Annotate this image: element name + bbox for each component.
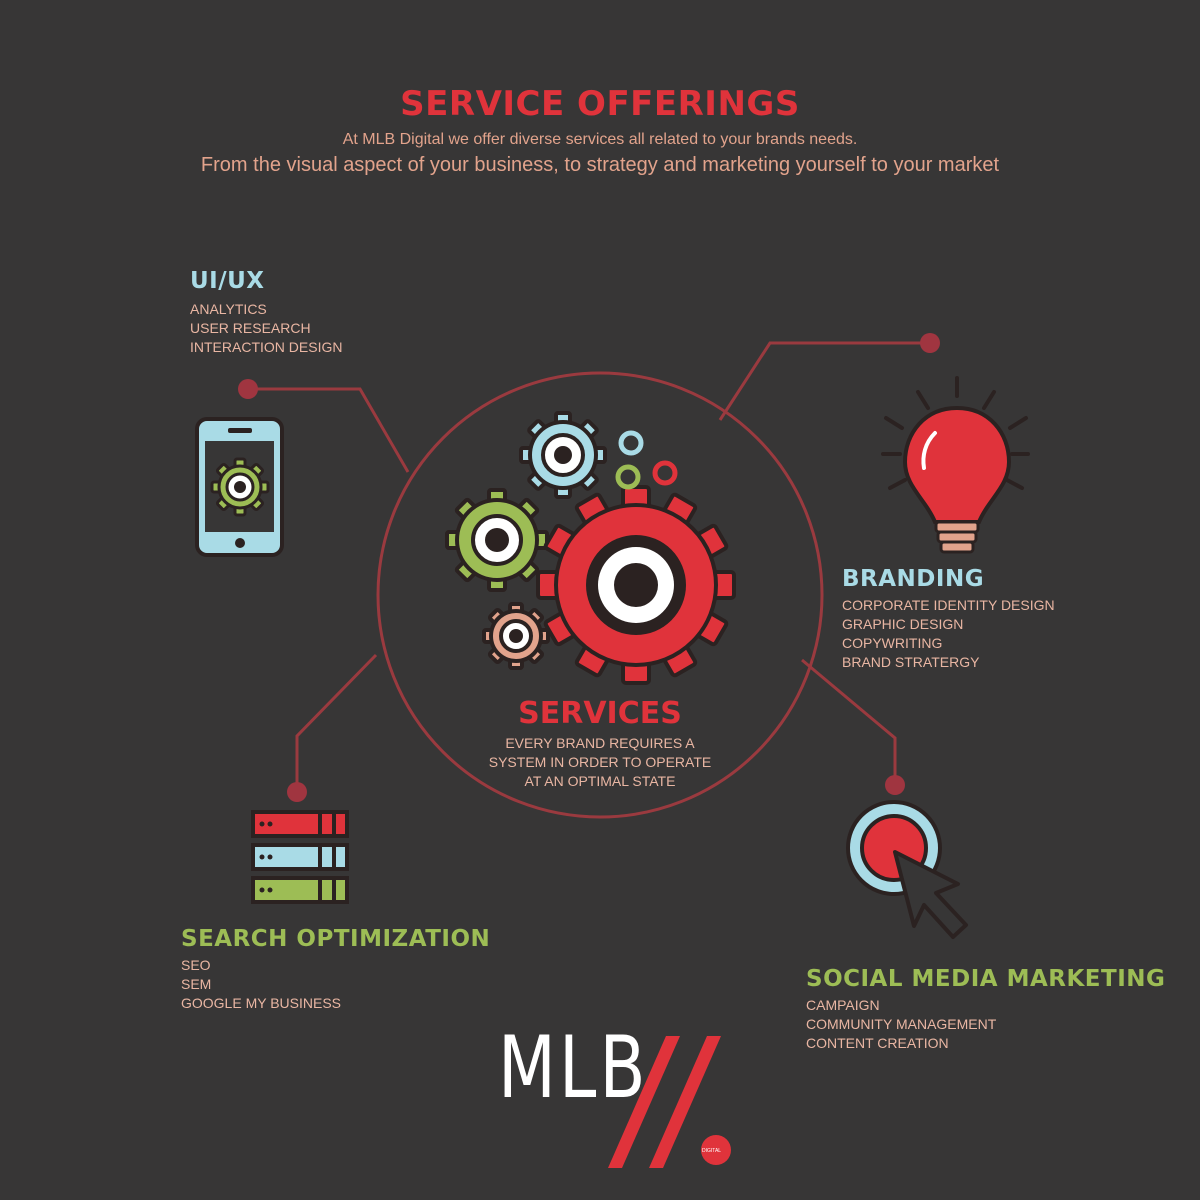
connector-branding (718, 341, 930, 421)
services-description-line: SYSTEM IN ORDER TO OPERATE (488, 754, 712, 770)
lightbulb-icon (881, 376, 1030, 554)
list-item: GRAPHIC DESIGN (842, 616, 964, 632)
list-item: CORPORATE IDENTITY DESIGN (842, 597, 1055, 613)
connector-dot-search (287, 782, 307, 802)
list-item: COMMUNITY MANAGEMENT (806, 1016, 997, 1032)
section-social-title: SOCIAL MEDIA MARKETING (806, 966, 1166, 992)
section-uiux-title: UI/UX (190, 268, 265, 294)
services-circle (376, 371, 824, 819)
page-subtitle-line2: From the visual aspect of your business,… (200, 154, 1000, 176)
section-uiux-items: ANALYTICS USER RESEARCH INTERACTION DESI… (190, 300, 342, 357)
connector-search (295, 653, 378, 792)
section-search: SEARCH OPTIMIZATION SEO SEM GOOGLE MY BU… (181, 926, 490, 1013)
services-description-line: AT AN OPTIMAL STATE (524, 773, 676, 789)
connector-dot-social (885, 775, 905, 795)
connector-dot-uiux (238, 379, 258, 399)
gears-icon (445, 411, 736, 685)
list-item: SEO (181, 957, 211, 973)
page-subtitle-line1: At MLB Digital we offer diverse services… (342, 131, 858, 148)
logo: MLB (498, 1018, 649, 1118)
logo-tag: DIGITAL (702, 1148, 722, 1154)
list-item: USER RESEARCH (190, 320, 311, 336)
services-description-line: EVERY BRAND REQUIRES A (505, 735, 695, 751)
connector-dot-branding (920, 333, 940, 353)
section-branding-items: CORPORATE IDENTITY DESIGN GRAPHIC DESIGN… (842, 596, 1055, 672)
services-description: EVERY BRAND REQUIRES A SYSTEM IN ORDER T… (440, 734, 760, 791)
section-branding: BRANDING CORPORATE IDENTITY DESIGN GRAPH… (842, 566, 1055, 672)
list-item: COPYWRITING (842, 635, 943, 651)
page-title: SERVICE OFFERINGS (400, 84, 800, 124)
services-title: SERVICES (518, 696, 682, 731)
section-search-title: SEARCH OPTIMIZATION (181, 926, 491, 952)
connector-uiux (248, 387, 410, 473)
list-item: CAMPAIGN (806, 997, 880, 1013)
connector-social (801, 658, 897, 785)
list-item: SEM (181, 976, 212, 992)
click-button-cursor-icon (846, 800, 968, 939)
list-item: INTERACTION DESIGN (190, 339, 343, 355)
logo-badge (701, 1135, 731, 1165)
list-item: ANALYTICS (190, 301, 267, 317)
server-stack-icon (251, 810, 349, 904)
section-social: SOCIAL MEDIA MARKETING CAMPAIGN COMMUNIT… (806, 966, 1165, 1053)
connector-lines (248, 341, 930, 792)
section-uiux: UI/UX ANALYTICS USER RESEARCH INTERACTIO… (190, 268, 342, 357)
list-item: BRAND STRATERGY (842, 654, 980, 670)
section-branding-title: BRANDING (842, 566, 985, 592)
smartphone-gear-icon (195, 417, 284, 557)
section-social-items: CAMPAIGN COMMUNITY MANAGEMENT CONTENT CR… (806, 996, 1165, 1053)
list-item: GOOGLE MY BUSINESS (181, 995, 342, 1011)
list-item: CONTENT CREATION (806, 1035, 949, 1051)
section-search-items: SEO SEM GOOGLE MY BUSINESS (181, 956, 490, 1013)
logo-slashes (608, 1036, 731, 1168)
